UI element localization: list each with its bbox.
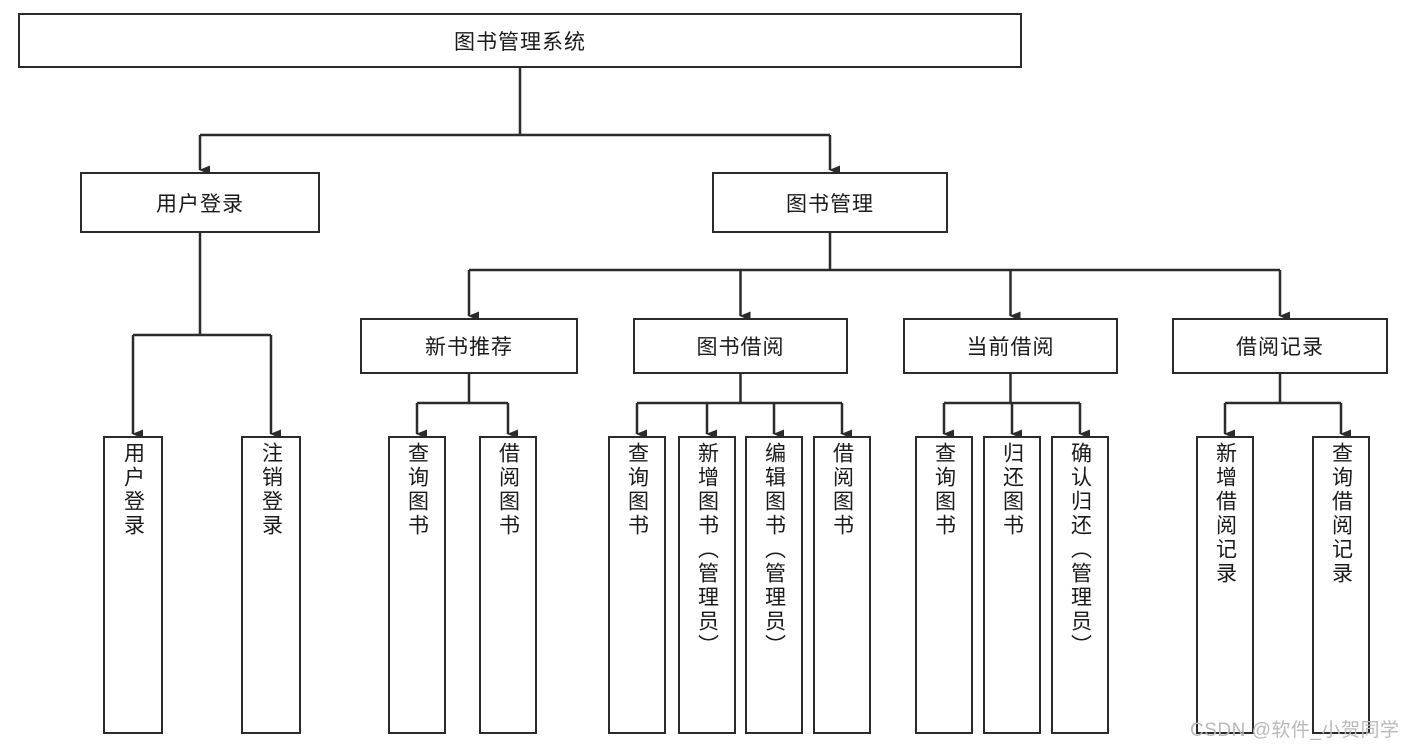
node-label: 查询借阅记录 [1329,442,1353,586]
node-label: 查询图书 [932,442,956,538]
node-label: 确认归还（管理员） [1068,442,1092,658]
node-leaf-record-add[interactable]: 新增借阅记录 [1196,436,1254,734]
node-leaf-record-query[interactable]: 查询借阅记录 [1312,436,1370,734]
node-label: 编辑图书（管理员） [762,442,786,658]
node-label: 图书借阅 [696,336,785,359]
node-label: 借阅图书 [496,442,520,538]
node-leaf-current-confirm[interactable]: 确认归还（管理员） [1051,436,1109,734]
node-label: 新增借阅记录 [1213,442,1237,586]
node-leaf-current-return[interactable]: 归还图书 [983,436,1041,734]
node-label: 图书管理 [786,192,874,216]
node-label: 新增图书（管理员） [695,442,719,658]
node-label: 用户登录 [121,442,145,538]
node-leaf-user-login[interactable]: 用户登录 [103,436,163,734]
node-newbook[interactable]: 新书推荐 [360,318,578,374]
node-records[interactable]: 借阅记录 [1172,318,1388,374]
node-leaf-user-logout[interactable]: 注销登录 [241,436,301,734]
node-leaf-borrow-add[interactable]: 新增图书（管理员） [678,436,736,734]
node-leaf-current-query[interactable]: 查询图书 [915,436,973,734]
node-leaf-new-borrow[interactable]: 借阅图书 [479,436,537,734]
node-root[interactable]: 图书管理系统 [18,13,1022,68]
node-borrow[interactable]: 图书借阅 [633,318,848,374]
node-label: 用户登录 [156,192,244,216]
node-login[interactable]: 用户登录 [80,172,320,233]
node-label: 新书推荐 [425,336,513,359]
node-label: 图书管理系统 [454,30,586,54]
watermark-text: CSDN @软件_小贺同学 [1190,720,1400,741]
node-leaf-borrow-do[interactable]: 借阅图书 [813,436,871,734]
node-leaf-borrow-edit[interactable]: 编辑图书（管理员） [745,436,803,734]
node-label: 查询图书 [405,442,429,538]
edge-layer [131,68,1351,439]
node-label: 查询图书 [625,442,649,538]
node-label: 注销登录 [259,442,283,538]
node-label: 归还图书 [1000,442,1024,538]
node-current[interactable]: 当前借阅 [903,318,1118,374]
node-leaf-borrow-query[interactable]: 查询图书 [608,436,666,734]
node-label: 借阅图书 [830,442,854,538]
node-leaf-new-query[interactable]: 查询图书 [388,436,446,734]
node-label: 当前借阅 [966,336,1055,359]
node-label: 借阅记录 [1236,336,1324,359]
node-bookmgmt[interactable]: 图书管理 [712,172,948,233]
